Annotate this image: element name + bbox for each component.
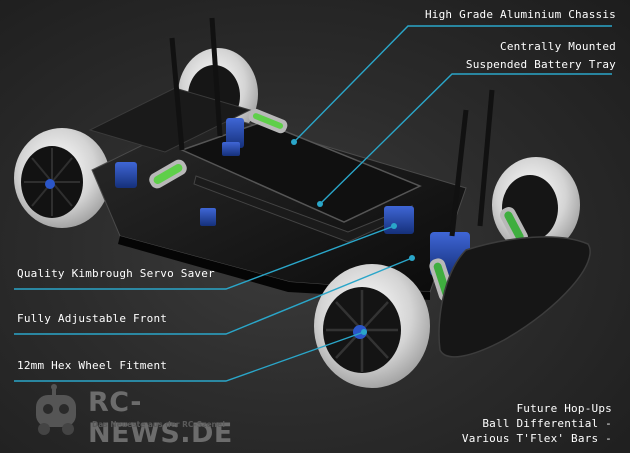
rc-news-mascot-icon [36, 384, 76, 435]
callout-front: Fully Adjustable Front [17, 312, 168, 325]
callout-battery-line1: Centrally Mounted [500, 40, 616, 53]
watermark-tagline: Das Neueste aus der RC-Szene! [92, 420, 226, 429]
callout-servo: Quality Kimbrough Servo Saver [17, 267, 215, 280]
callout-lines [14, 25, 612, 382]
chassis-plate [88, 17, 528, 302]
future-hopups-title: Future Hop-Ups [516, 402, 612, 415]
callout-points [291, 139, 415, 335]
callout-battery-line2: Suspended Battery Tray [465, 58, 616, 71]
front-right-wheel [314, 264, 430, 388]
front-bumper [438, 236, 591, 358]
future-tflex-bars: Various T'Flex' Bars - [461, 432, 612, 445]
watermark-brand: RC-NEWS.DE [88, 387, 233, 449]
watermark: RC-NEWS.DE Das Neueste aus der RC-Szene! [30, 383, 240, 449]
future-ball-diff: Ball Differential - [482, 417, 612, 430]
callout-chassis: High Grade Aluminium Chassis [424, 8, 616, 21]
callout-hex: 12mm Hex Wheel Fitment [17, 359, 168, 372]
front-left-wheel [14, 128, 110, 228]
